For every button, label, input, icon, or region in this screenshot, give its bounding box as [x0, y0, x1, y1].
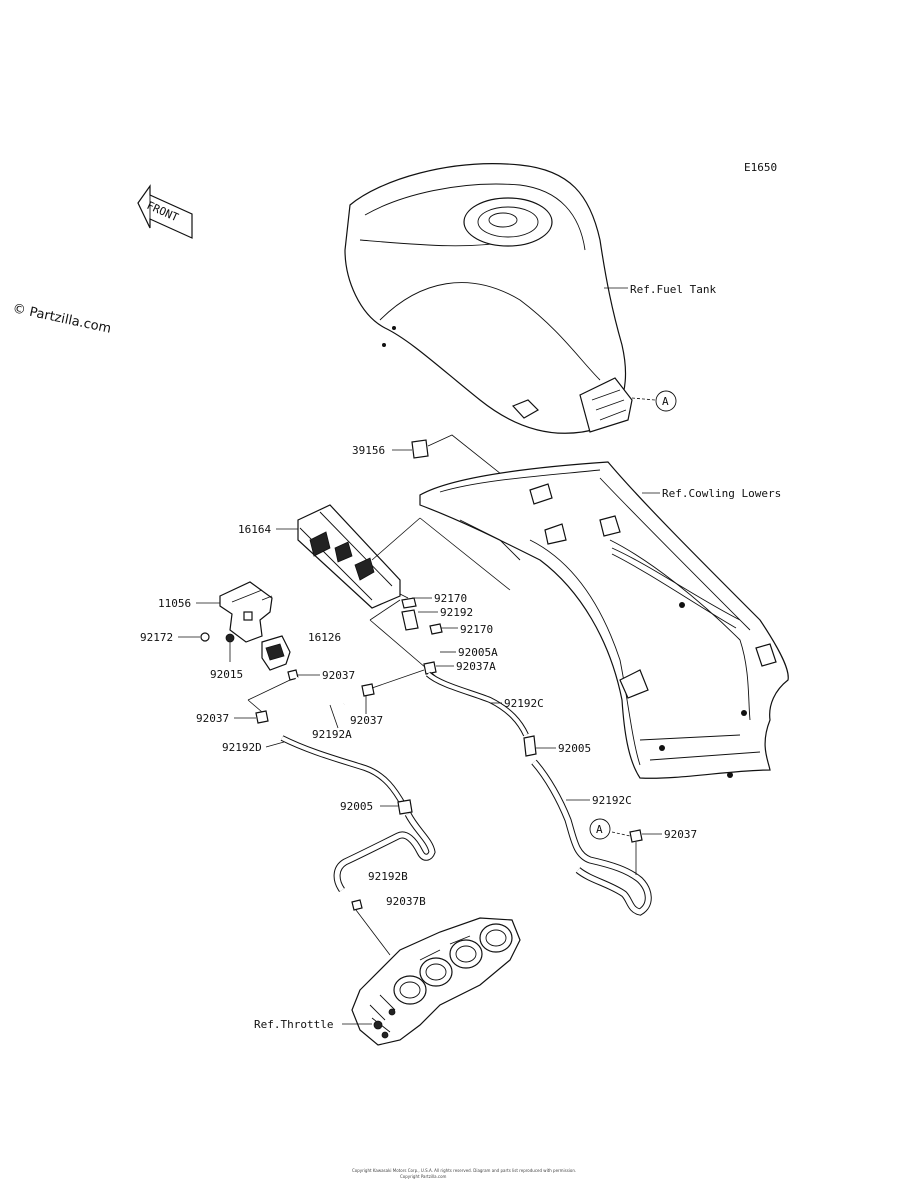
part-92037-c-label: 92037 — [196, 712, 229, 725]
part-92037-a-label: 92037 — [322, 669, 355, 682]
throttle-body — [351, 917, 521, 1046]
fuel-tank — [344, 163, 633, 434]
part-92005-a-label: 92005 — [558, 742, 591, 755]
part-92005-b-label: 92005 — [340, 800, 373, 813]
callout-a-top: A — [655, 390, 677, 412]
part-92192C-a-label: 92192C — [504, 697, 544, 710]
part-39156-label: 39156 — [352, 444, 385, 457]
part-92192D-label: 92192D — [222, 741, 262, 754]
part-92192-label: 92192 — [440, 606, 473, 619]
ref-throttle-label: Ref.Throttle — [254, 1018, 333, 1031]
part-92192A-label: 92192A — [312, 728, 352, 741]
part-92172-label: 92172 — [140, 631, 173, 644]
svg-text:A: A — [662, 395, 669, 408]
bracket — [219, 581, 273, 643]
copyright-caption-2: Copyright Partzilla.com — [400, 1174, 447, 1179]
part-92192B-label: 92192B — [368, 870, 408, 883]
canister — [297, 504, 401, 609]
copyright-caption-1: Copyright Kawasaki Motors Corp., U.S.A. … — [352, 1168, 576, 1173]
cowling-lowers — [419, 461, 789, 779]
part-92037-d-label: 92037 — [664, 828, 697, 841]
callout-a-bottom: A — [589, 818, 611, 840]
part-92037A-label: 92037A — [456, 660, 496, 673]
part-92005A-label: 92005A — [458, 646, 498, 659]
ref-fuel-tank-label: Ref.Fuel Tank — [630, 283, 716, 296]
part-92037B-label: 92037B — [386, 895, 426, 908]
ref-cowling-lowers-label: Ref.Cowling Lowers — [662, 487, 781, 500]
part-11056-label: 11056 — [158, 597, 191, 610]
svg-text:A: A — [596, 823, 603, 836]
diagram-code: E1650 — [744, 161, 777, 174]
part-92037-b-label: 92037 — [350, 714, 383, 727]
part-92170-mid-label: 92170 — [460, 623, 493, 636]
front-arrow-icon: FRONT — [137, 184, 193, 239]
part-16126-label: 16126 — [308, 631, 341, 644]
valve — [261, 635, 291, 671]
part-92015-label: 92015 — [210, 668, 243, 681]
part-92170-top-label: 92170 — [434, 592, 467, 605]
part-16164-label: 16164 — [238, 523, 271, 536]
watermark-text: © Partzilla.com — [11, 301, 112, 337]
part-92192C-b-label: 92192C — [592, 794, 632, 807]
